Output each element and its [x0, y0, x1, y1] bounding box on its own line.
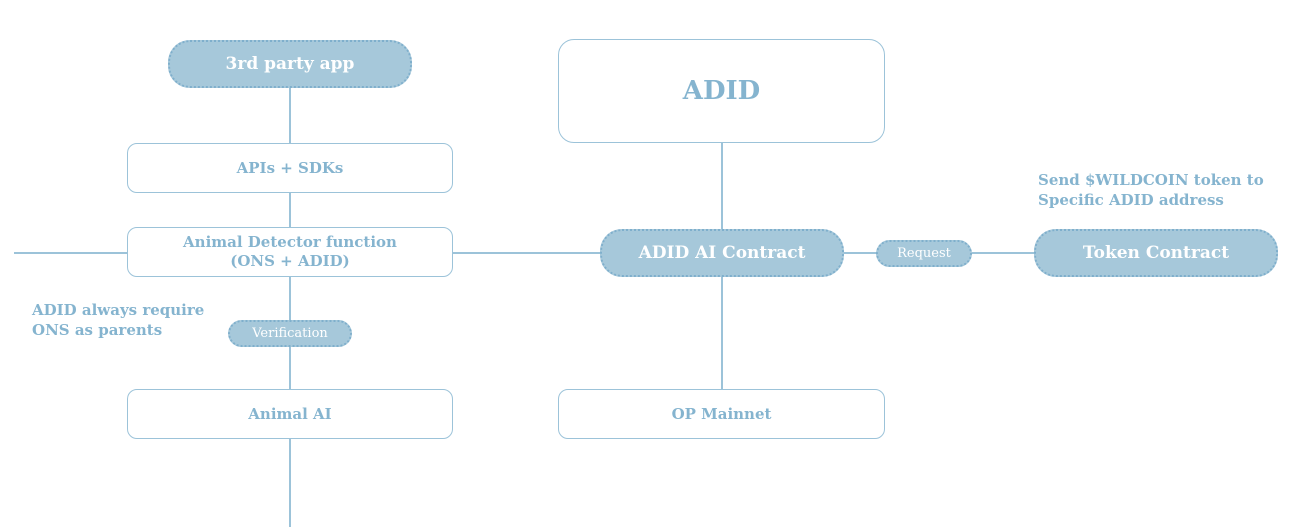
- node-3rd-party-app[interactable]: 3rd party app: [168, 40, 412, 88]
- node-animal-ai[interactable]: Animal AI: [127, 389, 453, 439]
- node-op-mainnet-label: OP Mainnet: [671, 405, 772, 423]
- node-apis-sdks[interactable]: APIs + SDKs: [127, 143, 453, 193]
- node-adid-label: ADID: [682, 76, 761, 106]
- node-3rd-party-app-label: 3rd party app: [225, 54, 355, 74]
- note-send-token-line2: Specific ADID address: [1038, 191, 1224, 209]
- node-token-contract[interactable]: Token Contract: [1034, 229, 1278, 277]
- connector-contract-to-request: [842, 252, 878, 254]
- note-adid-parents-line2: ONS as parents: [32, 321, 163, 339]
- connector-detector-to-contract: [452, 252, 602, 254]
- node-apis-sdks-label: APIs + SDKs: [236, 159, 344, 177]
- connector-left-vertical: [289, 82, 291, 527]
- connector-request-to-token: [970, 252, 1036, 254]
- note-adid-parents-line1: ADID always require: [32, 301, 205, 319]
- note-adid-parents: ADID always require ONS as parents: [32, 300, 204, 340]
- node-animal-detector-label-line2: (ONS + ADID): [230, 252, 350, 270]
- edge-label-verification[interactable]: Verification: [228, 320, 352, 347]
- node-op-mainnet[interactable]: OP Mainnet: [558, 389, 885, 439]
- edge-label-request-text: Request: [897, 246, 951, 261]
- node-animal-ai-label: Animal AI: [248, 405, 332, 423]
- edge-label-verification-text: Verification: [252, 326, 328, 341]
- edge-label-request[interactable]: Request: [876, 240, 972, 267]
- node-adid-ai-contract[interactable]: ADID AI Contract: [600, 229, 844, 277]
- note-send-token-line1: Send $WILDCOIN token to: [1038, 171, 1264, 189]
- connector-left-horizontal: [14, 252, 128, 254]
- node-adid[interactable]: ADID: [558, 39, 885, 143]
- node-token-contract-label: Token Contract: [1082, 243, 1230, 263]
- node-animal-detector-label-line1: Animal Detector function: [183, 233, 397, 251]
- node-adid-ai-contract-label: ADID AI Contract: [638, 243, 806, 263]
- node-animal-detector-function[interactable]: Animal Detector function (ONS + ADID): [127, 227, 453, 277]
- note-send-token: Send $WILDCOIN token to Specific ADID ad…: [1038, 170, 1264, 210]
